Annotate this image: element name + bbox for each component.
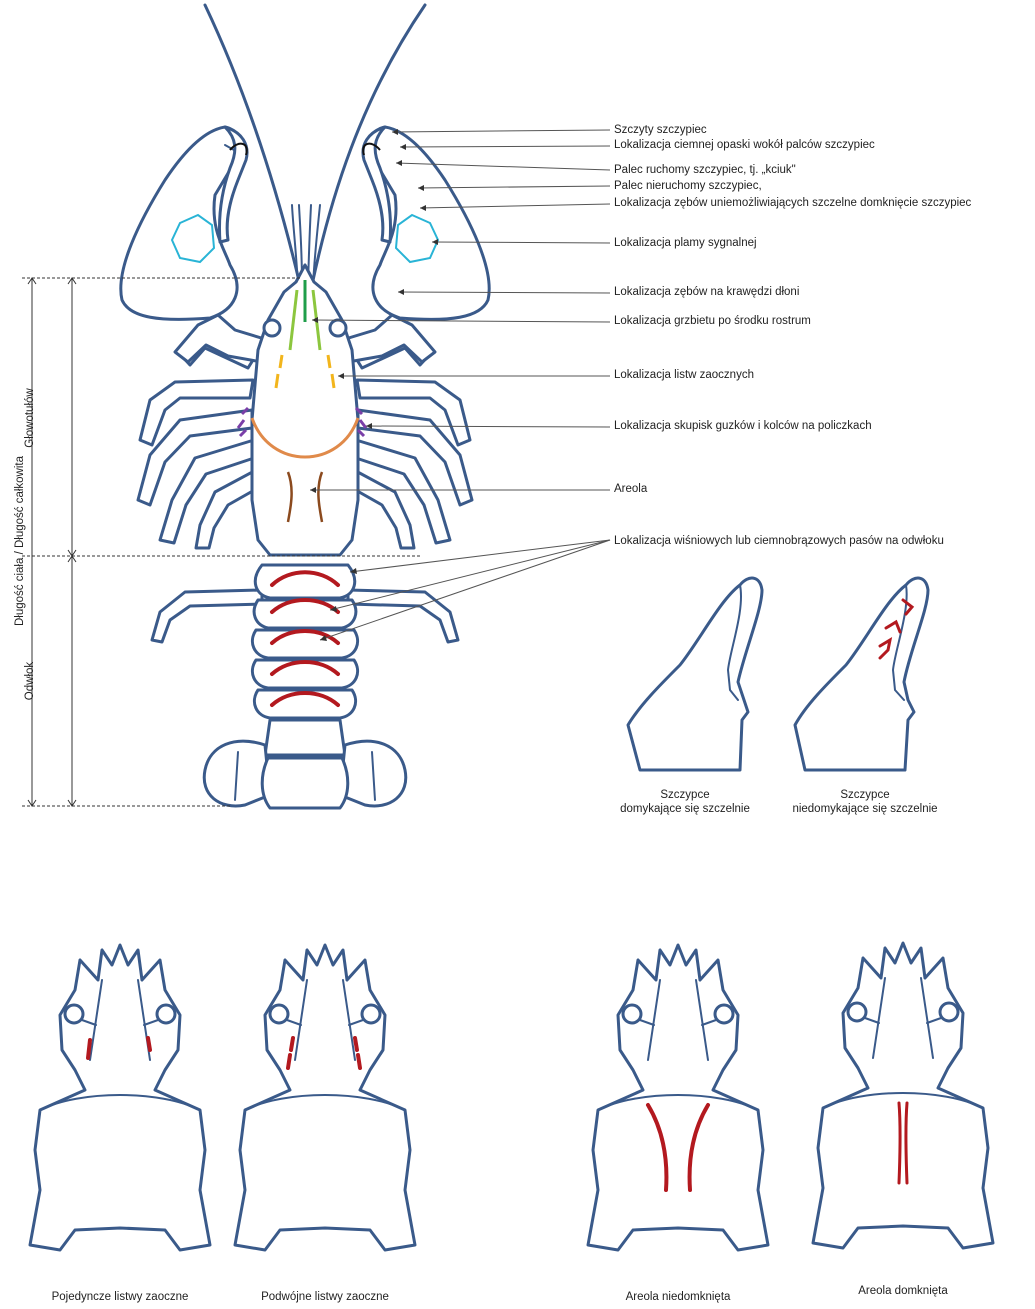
label-palm-teeth: Lokalizacja zębów na krawędzi dłoni bbox=[614, 287, 799, 299]
caption-claw-closed: Szczypce domykające się szczelnie bbox=[620, 788, 750, 817]
caption-claw-closed-line2: domykające się szczelnie bbox=[620, 802, 750, 816]
carapace-areola-closed bbox=[813, 943, 993, 1248]
label-abdomen-bands: Lokalizacja wiśniowych lub ciemnobrązowy… bbox=[614, 536, 944, 548]
label-postorbital-ridges: Lokalizacja listw zaocznych bbox=[614, 370, 754, 382]
left-legs bbox=[138, 330, 258, 548]
claw-open bbox=[795, 578, 928, 770]
caption-double-ridges: Podwójne listwy zaoczne bbox=[235, 1290, 415, 1304]
label-signal-spot: Lokalizacja plamy sygnalnej bbox=[614, 238, 757, 250]
caption-claw-open-line1: Szczypce bbox=[790, 788, 940, 802]
right-claw bbox=[342, 127, 489, 362]
label-fixed-finger: Palec nieruchomy szczypiec, bbox=[614, 181, 762, 193]
label-cheek-spines: Lokalizacja skupisk guzków i kolców na p… bbox=[614, 421, 872, 433]
label-gap-teeth: Lokalizacja zębów uniemożliwiających szc… bbox=[614, 198, 971, 210]
caption-single-ridges: Pojedyncze listwy zaoczne bbox=[30, 1290, 210, 1304]
label-body-length: Długość ciała / Długość całkowita bbox=[14, 441, 26, 641]
right-legs bbox=[352, 330, 472, 548]
claw-closed bbox=[628, 578, 762, 770]
left-claw bbox=[121, 127, 268, 362]
carapace-single-ridges bbox=[30, 945, 210, 1250]
caption-claw-open: Szczypce niedomykające się szczelnie bbox=[790, 788, 940, 817]
caption-areola-open: Areola niedomknięta bbox=[598, 1290, 758, 1304]
label-claw-tips: Szczyty szczypiec bbox=[614, 125, 707, 137]
caption-claw-closed-line1: Szczypce bbox=[620, 788, 750, 802]
label-rostrum-ridge: Lokalizacja grzbietu po środku rostrum bbox=[614, 316, 811, 328]
label-cephalothorax: Głowotułów bbox=[24, 378, 36, 458]
caption-areola-closed: Areola domknięta bbox=[823, 1284, 983, 1298]
caption-claw-open-line2: niedomykające się szczelnie bbox=[790, 802, 940, 816]
carapace-areola-open bbox=[588, 945, 768, 1250]
label-areola: Areola bbox=[614, 484, 647, 496]
label-abdomen: Odwłok bbox=[24, 661, 36, 701]
label-movable-finger: Palec ruchomy szczypiec, tj. „kciuk" bbox=[614, 165, 796, 177]
carapace-double-ridges bbox=[235, 945, 415, 1250]
label-dark-band: Lokalizacja ciemnej opaski wokół palców … bbox=[614, 140, 875, 152]
